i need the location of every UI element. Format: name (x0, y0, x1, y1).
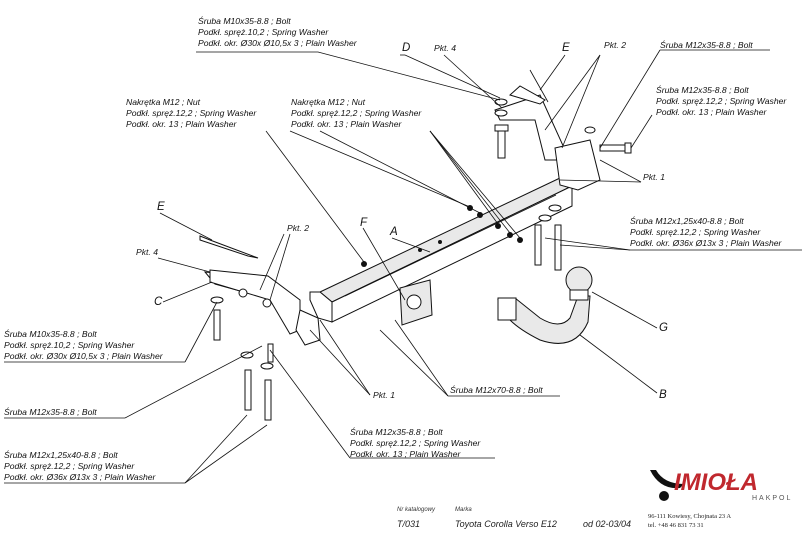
svg-text:Podkł. okr. Ø36x Ø13x 3 ; Pla: Podkł. okr. Ø36x Ø13x 3 ; Plain Washer (630, 238, 783, 248)
letter-d: D (402, 42, 410, 54)
pkt2-left: Pkt. 2 (287, 223, 309, 233)
label-bolt-m12x35-left: Śruba M12x35-8.8 ; Bolt (4, 406, 97, 417)
label-bolt-m10-top: Śruba M10x35-8.8 ; Bolt Podkł. spręż.10,… (198, 15, 358, 48)
svg-text:Nakrętka M12 ; Nut: Nakrętka M12 ; Nut (126, 97, 201, 107)
tow-ball-b (497, 295, 591, 344)
bolts-right-mid (534, 224, 562, 271)
label-bolt-m12x125-left: Śruba M12x1,25x40-8.8 ; Bolt Podkł. sprę… (4, 449, 157, 482)
svg-text:Nr katalogowy: Nr katalogowy (397, 507, 436, 513)
pkt2-top: Pkt. 2 (604, 40, 626, 50)
washers (210, 98, 596, 370)
pkt4-left: Pkt. 4 (136, 247, 158, 257)
pkt4-top: Pkt. 4 (434, 43, 456, 53)
pkt1-bottom: Pkt. 1 (373, 390, 395, 400)
svg-text:tel. +48 46 831 73 31: tel. +48 46 831 73 31 (648, 522, 704, 529)
svg-text:Śruba M10x35-8.8 ; Bolt: Śruba M10x35-8.8 ; Bolt (198, 15, 291, 26)
svg-text:Śruba M12x1,25x40-8.8 ; Bolt: Śruba M12x1,25x40-8.8 ; Bolt (4, 449, 118, 460)
svg-text:Podkł. okr. 13 ; Plain Washer: Podkł. okr. 13 ; Plain Washer (126, 119, 237, 129)
svg-text:Podkł. okr. 13 ; Plain Washer: Podkł. okr. 13 ; Plain Washer (350, 449, 461, 459)
svg-text:od 02-03/04: od 02-03/04 (583, 519, 631, 529)
svg-text:Śruba M12x1,25x40-8.8 ; Bolt: Śruba M12x1,25x40-8.8 ; Bolt (630, 215, 744, 226)
svg-text:T/031: T/031 (397, 519, 420, 529)
label-bolt-m12-right: Śruba M12x35-8.8 ; Bolt Podkł. spręż.12,… (656, 84, 787, 117)
label-bolt-m10-left: Śruba M10x35-8.8 ; Bolt Podkł. spręż.10,… (4, 328, 164, 361)
bolts-left-bottom (213, 309, 274, 421)
svg-text:HAKPOL: HAKPOL (752, 495, 792, 502)
label-bolt-m12-bottom: Śruba M12x35-8.8 ; Bolt Podkł. spręż.12,… (350, 426, 481, 459)
footer-info: Nr katalogowy T/031 Marka Toyota Corolla… (397, 507, 631, 529)
leader-lines (4, 49, 802, 484)
label-bolt-m12x125-right: Śruba M12x1,25x40-8.8 ; Bolt Podkł. sprę… (630, 215, 783, 248)
main-crossbar (309, 177, 574, 323)
svg-text:Podkł. okr. Ø30x Ø10,5x 3 ; P: Podkł. okr. Ø30x Ø10,5x 3 ; Plain Washer (198, 38, 358, 48)
address: 96-111 Kowiesy, Chojnata 23 A tel. +48 4… (648, 513, 731, 529)
svg-text:Podkł. spręż.12,2 ; Spring Was: Podkł. spręż.12,2 ; Spring Washer (291, 108, 422, 118)
letter-b: B (659, 389, 667, 401)
letter-f: F (360, 217, 368, 229)
nuts-on-crossbar (361, 205, 523, 267)
label-nut-center: Nakrętka M12 ; Nut Podkł. spręż.12,2 ; S… (291, 97, 422, 129)
bracket-d-right (494, 94, 601, 191)
label-bolt-m12-topright: Śruba M12x35-8.8 ; Bolt (660, 39, 753, 50)
label-bolt-m12x70: Śruba M12x70-8.8 ; Bolt (450, 384, 543, 395)
svg-text:Śruba M12x35-8.8 ; Bolt: Śruba M12x35-8.8 ; Bolt (350, 426, 443, 437)
letter-a: A (389, 226, 398, 238)
svg-text:IMIOŁA: IMIOŁA (674, 469, 758, 496)
ball-cap-g (565, 266, 593, 301)
svg-text:Śruba M10x35-8.8 ; Bolt: Śruba M10x35-8.8 ; Bolt (4, 328, 97, 339)
bracket-c-left (209, 269, 321, 346)
svg-text:Podkł. spręż.12,2 ; Spring Was: Podkł. spręż.12,2 ; Spring Washer (350, 438, 481, 448)
svg-text:Nakrętka M12 ; Nut: Nakrętka M12 ; Nut (291, 97, 366, 107)
svg-text:Podkł. spręż.10,2 ; Spring Was: Podkł. spręż.10,2 ; Spring Washer (198, 27, 329, 37)
svg-text:Śruba M12x35-8.8 ; Bolt: Śruba M12x35-8.8 ; Bolt (656, 84, 749, 95)
bracket-e-right (509, 69, 549, 105)
svg-text:Marka: Marka (455, 507, 472, 513)
svg-text:96-111 Kowiesy, Chojnata 23 A: 96-111 Kowiesy, Chojnata 23 A (648, 513, 731, 520)
imiola-logo: IMIOŁA HAKPOL (650, 469, 792, 502)
svg-text:Toyota Corolla Verso E12: Toyota Corolla Verso E12 (455, 519, 557, 529)
letter-c: C (154, 296, 163, 308)
svg-text:Podkł. spręż.12,2 ; Spring Was: Podkł. spręż.12,2 ; Spring Washer (126, 108, 257, 118)
svg-text:Podkł. okr. 13 ; Plain Washer: Podkł. okr. 13 ; Plain Washer (656, 107, 767, 117)
letter-e-top: E (562, 42, 570, 54)
svg-text:Podkł. spręż.12,2 ; Spring Was: Podkł. spręż.12,2 ; Spring Washer (630, 227, 761, 237)
letter-g: G (659, 322, 668, 334)
label-nut-left: Nakrętka M12 ; Nut Podkł. spręż.12,2 ; S… (126, 97, 257, 129)
letter-e-left: E (157, 201, 165, 213)
pkt1-right: Pkt. 1 (643, 172, 665, 182)
socket-plate-f (399, 279, 433, 326)
svg-text:Podkł. spręż.10,2 ; Spring Was: Podkł. spręż.10,2 ; Spring Washer (4, 340, 135, 350)
svg-text:Podkł. okr. Ø36x Ø13x 3 ; Pla: Podkł. okr. Ø36x Ø13x 3 ; Plain Washer (4, 472, 157, 482)
svg-text:Podkł. spręż.12,2 ; Spring Was: Podkł. spręż.12,2 ; Spring Washer (4, 461, 135, 471)
bolts-right-top (494, 124, 632, 159)
svg-text:Podkł. spręż.12,2 ; Spring Was: Podkł. spręż.12,2 ; Spring Washer (656, 96, 787, 106)
svg-text:Podkł. okr. 13 ; Plain Washer: Podkł. okr. 13 ; Plain Washer (291, 119, 402, 129)
svg-text:Podkł. okr. Ø30x Ø10,5x 3 ; P: Podkł. okr. Ø30x Ø10,5x 3 ; Plain Washer (4, 351, 164, 361)
